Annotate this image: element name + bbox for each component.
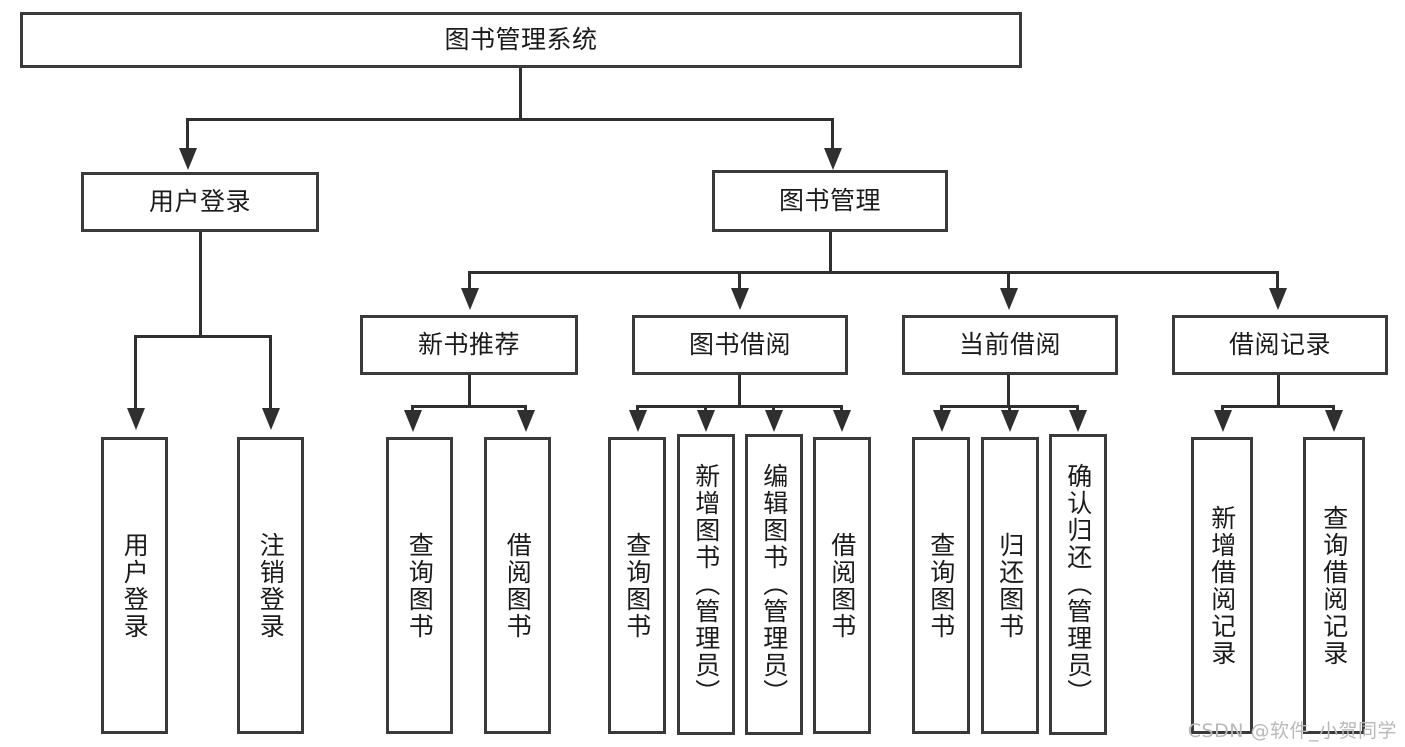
arrow-user-login-leaf-2 (262, 408, 280, 430)
arrow-book-manage-child-3 (1000, 288, 1018, 310)
node-root-system[interactable]: 图书管理系统 (20, 12, 1022, 68)
arrow-new-book-leaf-1 (404, 410, 422, 432)
leaf-user-login[interactable]: 用户登录 (101, 437, 168, 734)
node-current-borrow[interactable]: 当前借阅 (902, 315, 1118, 375)
leaf-add-record[interactable]: 新增借阅记录 (1191, 437, 1253, 734)
node-label: 查询图书 (405, 531, 435, 640)
arrow-current-borrow-leaf-1 (933, 410, 951, 432)
edge-book-manage-bar (468, 271, 1279, 274)
edge-book-manage-drop-4 (1276, 271, 1279, 291)
edge-current-borrow-stem (1007, 375, 1010, 408)
node-book-borrow[interactable]: 图书借阅 (632, 315, 848, 375)
node-label: 当前借阅 (958, 329, 1061, 359)
node-label: 用户登录 (120, 531, 150, 640)
edge-book-borrow-bar (636, 405, 843, 408)
edge-borrow-record-stem (1277, 375, 1280, 408)
arrow-root-to-book-manage (824, 148, 842, 170)
node-label: 归还图书 (995, 531, 1025, 640)
arrow-book-manage-child-2 (731, 288, 749, 310)
node-label: 注销登录 (256, 531, 286, 640)
leaf-edit-book[interactable]: 编辑图书（管理员） (745, 434, 803, 735)
leaf-query-book-3[interactable]: 查询图书 (912, 437, 970, 734)
edge-user-login-stem (199, 232, 202, 335)
node-label: 查询图书 (622, 531, 652, 640)
arrow-root-to-user-login (179, 148, 197, 170)
leaf-return-book[interactable]: 归还图书 (981, 437, 1039, 734)
node-borrow-record[interactable]: 借阅记录 (1172, 315, 1388, 375)
node-label: 编辑图书（管理员） (759, 463, 789, 706)
arrow-book-borrow-leaf-1 (629, 410, 647, 432)
arrow-new-book-leaf-2 (517, 410, 535, 432)
edge-user-login-bar (134, 335, 271, 338)
leaf-borrow-book-2[interactable]: 借阅图书 (813, 437, 871, 734)
node-label: 借阅图书 (827, 531, 857, 640)
node-label: 查询图书 (926, 531, 956, 640)
arrow-book-borrow-leaf-3 (765, 410, 783, 432)
node-label: 图书借阅 (688, 329, 791, 359)
arrow-borrow-record-leaf-2 (1325, 410, 1343, 432)
edge-user-login-drop-2 (269, 335, 272, 411)
edge-root-stem (519, 68, 522, 118)
node-label: 新增借阅记录 (1207, 504, 1237, 667)
edge-new-book-stem (468, 375, 471, 408)
leaf-query-book-2[interactable]: 查询图书 (608, 437, 666, 734)
arrow-book-borrow-leaf-2 (697, 410, 715, 432)
leaf-add-book[interactable]: 新增图书（管理员） (677, 434, 735, 735)
edge-book-manage-stem (829, 232, 832, 273)
edge-book-borrow-stem (738, 375, 741, 408)
node-label: 图书管理 (778, 185, 881, 215)
arrow-borrow-record-leaf-1 (1214, 410, 1232, 432)
arrow-current-borrow-leaf-3 (1069, 410, 1087, 432)
node-label: 新书推荐 (417, 329, 520, 359)
node-user-login[interactable]: 用户登录 (81, 172, 319, 232)
edge-borrow-record-bar (1221, 405, 1335, 408)
node-label: 用户登录 (148, 186, 251, 216)
edge-new-book-bar (411, 405, 527, 408)
leaf-borrow-book-1[interactable]: 借阅图书 (484, 437, 551, 734)
node-new-book-recommend[interactable]: 新书推荐 (360, 315, 578, 375)
leaf-query-record[interactable]: 查询借阅记录 (1303, 437, 1365, 734)
node-label: 查询借阅记录 (1319, 504, 1349, 667)
edge-book-manage-drop-3 (1007, 271, 1010, 291)
edge-root-bar (186, 118, 834, 121)
edge-user-login-drop-1 (134, 335, 137, 411)
edge-root-to-book-manage (831, 118, 834, 152)
leaf-confirm-return[interactable]: 确认归还（管理员） (1049, 434, 1107, 735)
arrow-book-manage-child-4 (1269, 288, 1287, 310)
node-book-manage[interactable]: 图书管理 (712, 170, 948, 232)
edge-root-to-user-login (186, 118, 189, 152)
arrow-book-manage-child-1 (461, 288, 479, 310)
node-label: 确认归还（管理员） (1063, 463, 1093, 706)
arrow-current-borrow-leaf-2 (1001, 410, 1019, 432)
node-label: 新增图书（管理员） (691, 463, 721, 706)
node-label: 图书管理系统 (444, 24, 598, 54)
arrow-book-borrow-leaf-4 (833, 410, 851, 432)
edge-book-manage-drop-2 (738, 271, 741, 291)
edge-book-manage-drop-1 (468, 271, 471, 291)
node-label: 借阅图书 (503, 531, 533, 640)
node-label: 借阅记录 (1228, 329, 1331, 359)
arrow-user-login-leaf-1 (127, 408, 145, 430)
leaf-query-book-1[interactable]: 查询图书 (386, 437, 453, 734)
leaf-logout-login[interactable]: 注销登录 (237, 437, 304, 734)
csdn-watermark: CSDN @软件_小贺同学 (1187, 720, 1397, 742)
